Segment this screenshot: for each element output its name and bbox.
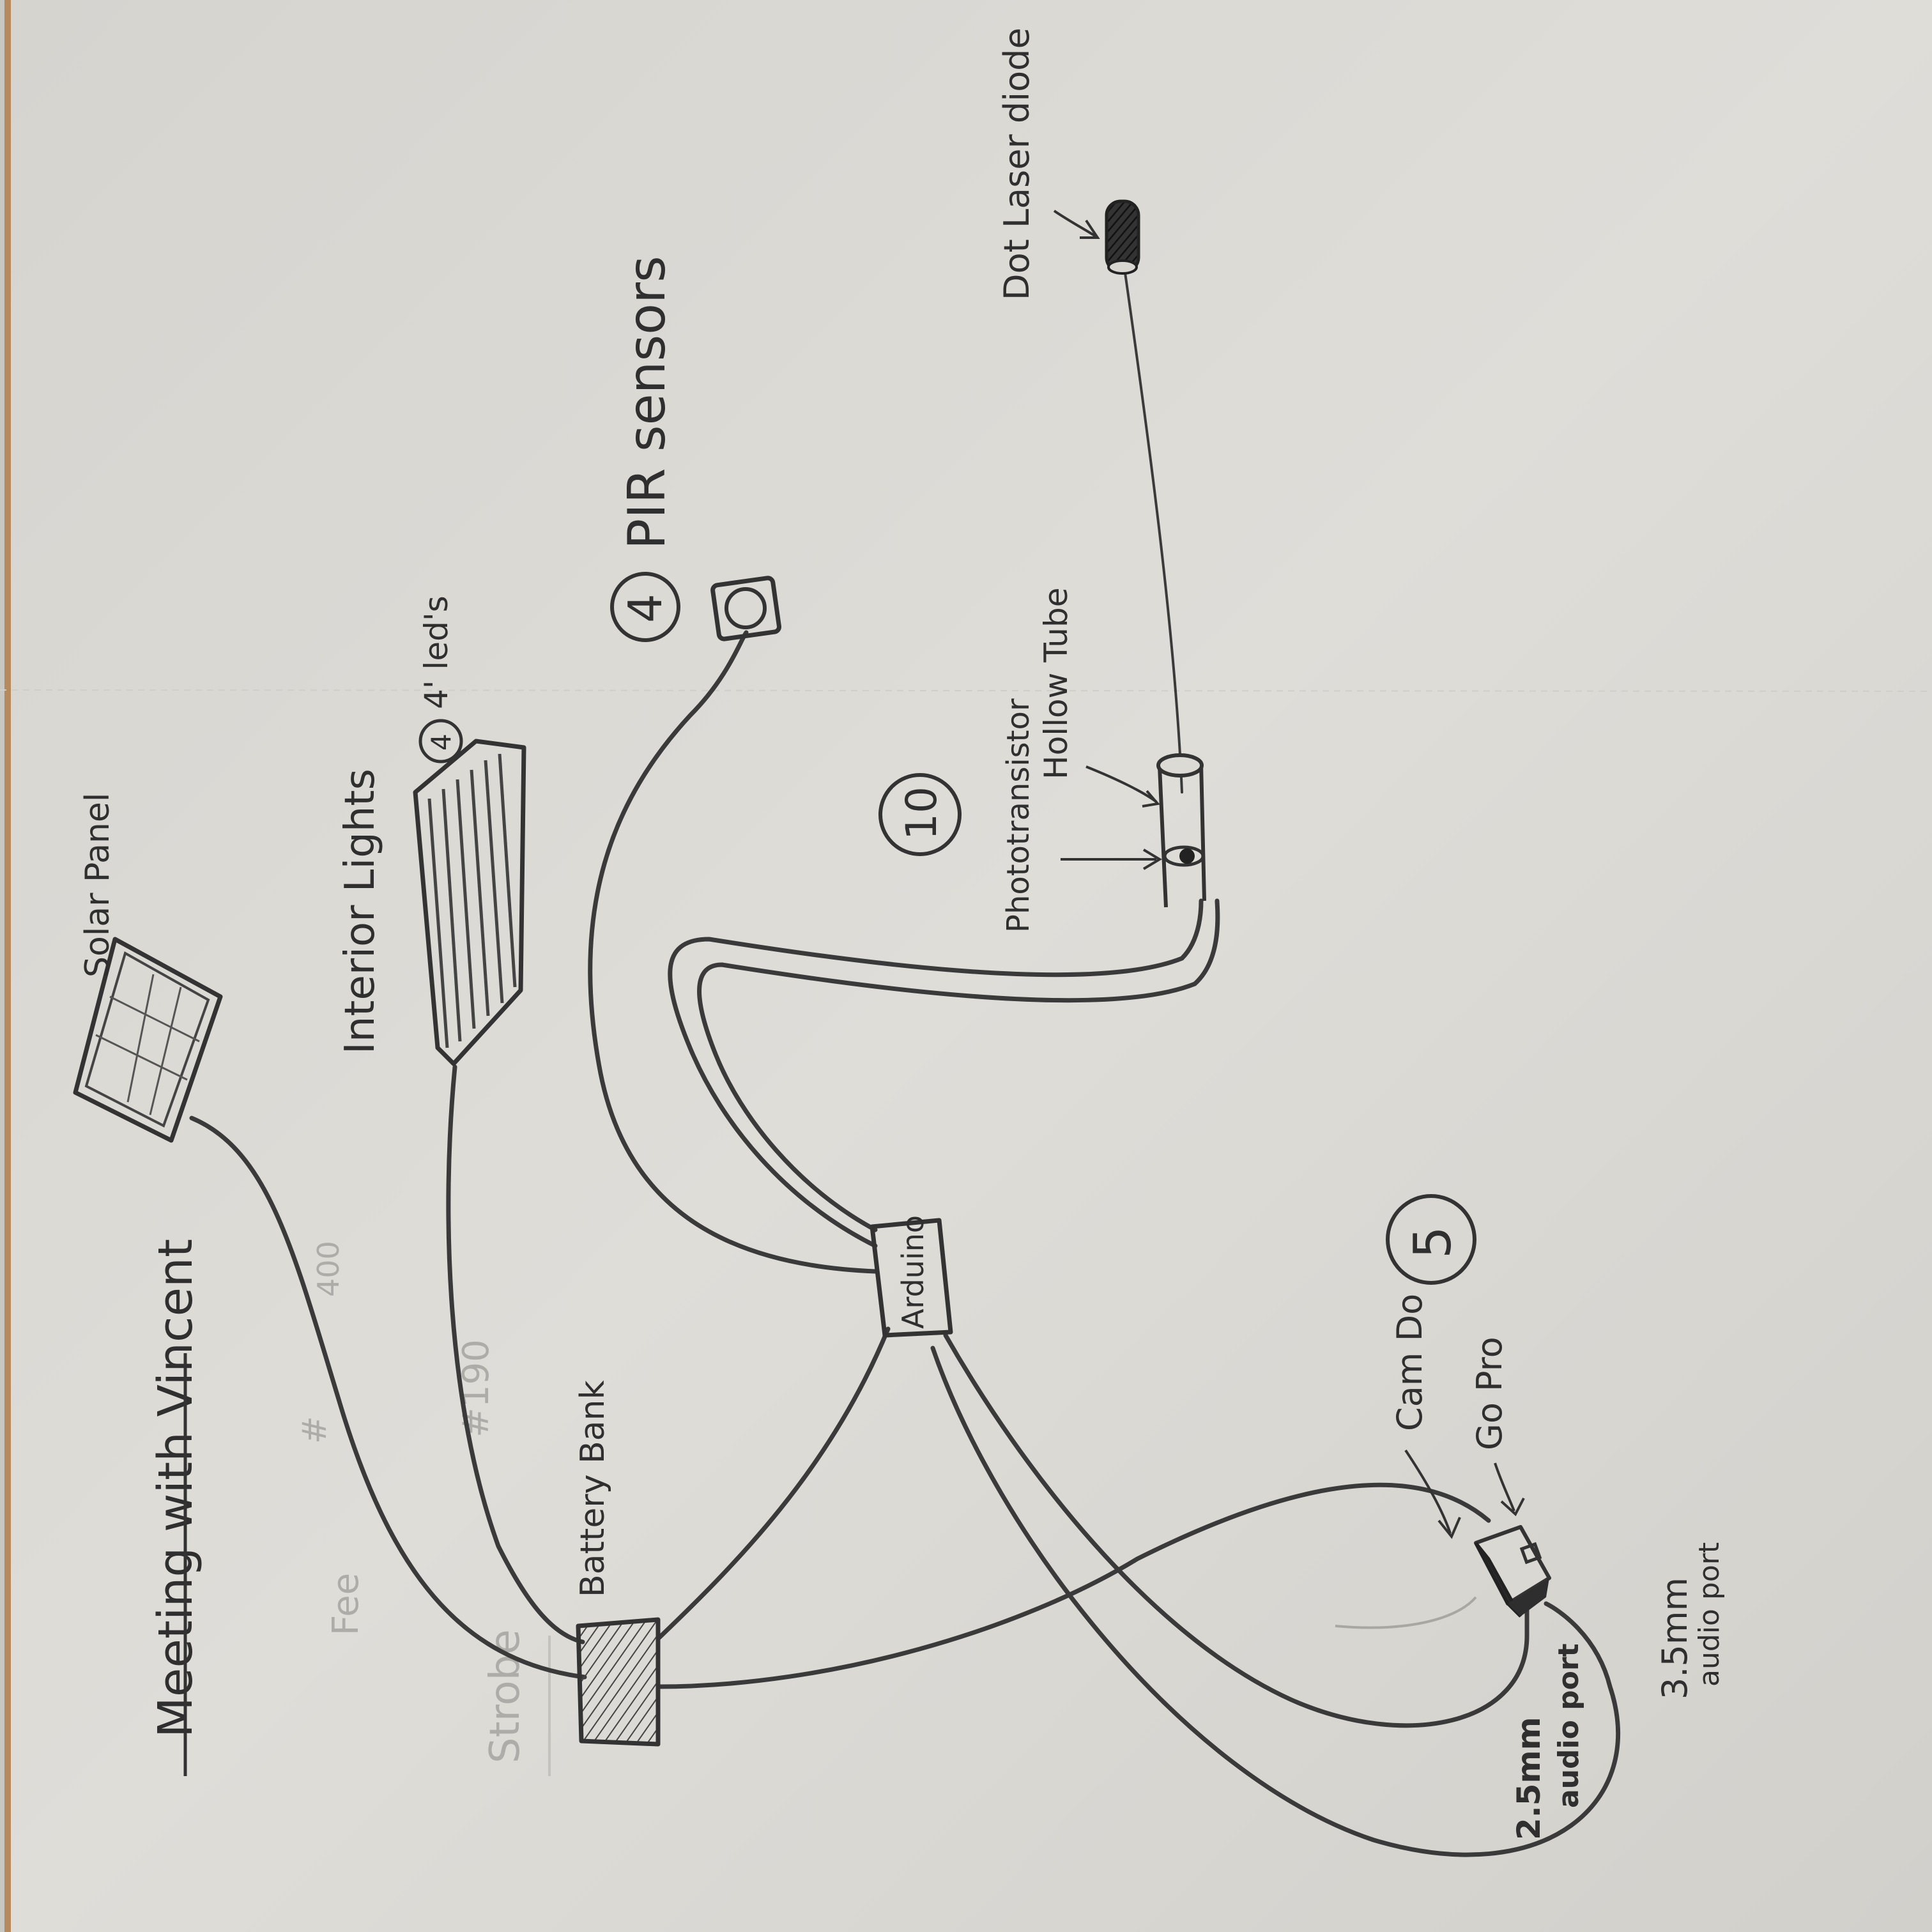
battery-bank-label: Battery Bank — [574, 1380, 612, 1597]
leds-count: 4 — [425, 733, 457, 751]
pir-desc: PIR sensors — [617, 256, 677, 549]
camera-count: 5 — [1403, 1226, 1462, 1259]
photo-count: 10 — [897, 786, 946, 840]
tube-opening — [1158, 755, 1202, 776]
phototransistor-label: Phototransistor — [1000, 698, 1036, 933]
pir-count: 4 — [618, 594, 672, 623]
page-title: Meeting with Vincent — [148, 1239, 203, 1738]
leds-desc: 4' led's — [418, 595, 455, 709]
paper-sheet — [8, 0, 1932, 1932]
arduino-label: Arduino — [896, 1215, 930, 1329]
solar-panel-label: Solar Panel — [79, 793, 117, 977]
phototransistor-dot — [1179, 848, 1195, 864]
hollow-tube-label: Hollow Tube — [1038, 588, 1075, 780]
faint-note: # — [296, 1416, 334, 1444]
cam-do-label: Cam Do — [1390, 1294, 1430, 1431]
faint-note: Strobe — [482, 1629, 529, 1763]
port-25-desc: audio port — [1552, 1643, 1585, 1808]
page-title-group: Meeting with Vincent — [148, 1239, 203, 1776]
faint-note: Fee — [325, 1573, 367, 1636]
port-35-size: 3.5mm — [1655, 1577, 1695, 1699]
faint-note: 400 — [311, 1241, 346, 1297]
go-pro-label: Go Pro — [1469, 1337, 1510, 1450]
battery-bank-box — [578, 1620, 658, 1744]
port-35-desc: audio port — [1693, 1542, 1726, 1687]
port-25-size: 2.5mm — [1510, 1717, 1547, 1840]
laser-label: Dot Laser diode — [997, 27, 1037, 300]
interior-lights-label: Interior Lights — [337, 769, 384, 1054]
